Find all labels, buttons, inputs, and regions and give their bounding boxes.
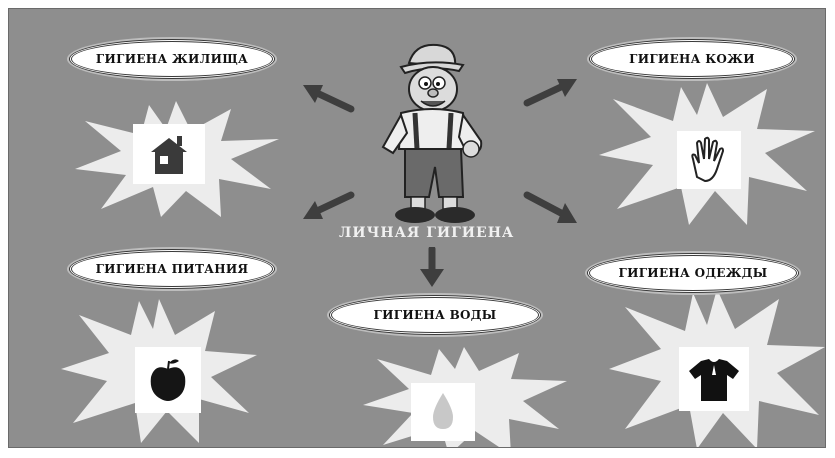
- house-icon: [133, 124, 205, 184]
- apple-icon: [135, 347, 201, 413]
- tshirt-icon: [679, 347, 749, 411]
- label-hygiene-home: ГИГИЕНА ЖИЛИЩА: [69, 39, 275, 79]
- label-hygiene-water: ГИГИЕНА ВОДЫ: [329, 295, 541, 335]
- label-hygiene-food: ГИГИЕНА ПИТАНИЯ: [69, 249, 275, 289]
- label-hygiene-clothes: ГИГИЕНА ОДЕЖДЫ: [587, 253, 799, 293]
- diagram-canvas: ЛИЧНАЯ ГИГИЕНА ГИГИЕНА ЖИЛИЩА ГИГИЕНА КО…: [8, 8, 826, 448]
- arrow-to-skin: [521, 73, 581, 109]
- cartoon-boy-illustration: [371, 37, 497, 227]
- arrow-to-home: [299, 79, 359, 115]
- hand-icon: [677, 131, 741, 189]
- arrow-to-food: [299, 189, 359, 225]
- diagram-center-title: ЛИЧНАЯ ГИГИЕНА: [339, 225, 514, 241]
- arrow-to-water: [417, 247, 447, 289]
- water-drop-icon: [411, 383, 475, 441]
- label-hygiene-skin: ГИГИЕНА КОЖИ: [589, 39, 795, 79]
- arrow-to-clothes: [521, 189, 581, 229]
